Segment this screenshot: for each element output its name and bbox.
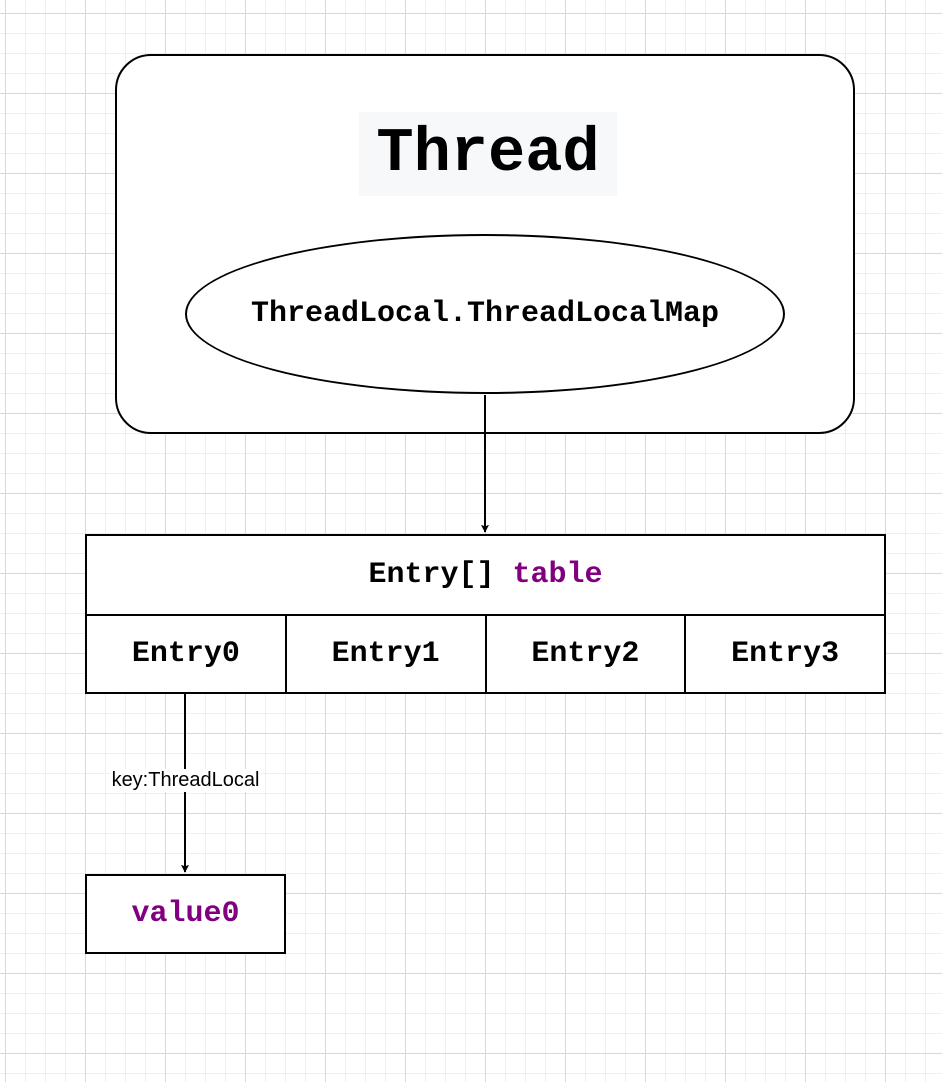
value-label: value0: [131, 897, 240, 931]
entry-cell-1[interactable]: Entry1: [287, 616, 487, 692]
entry-table-name: table: [512, 558, 603, 592]
entry-cell-3[interactable]: Entry3: [731, 637, 840, 671]
entry-cell-0[interactable]: Entry0: [87, 616, 287, 692]
entry-table-header: Entry[] table: [87, 536, 884, 616]
edge-label: key:ThreadLocal: [85, 766, 286, 794]
entry-table[interactable]: Entry[] table Entry0 Entry1 Entry2 Entry…: [85, 534, 886, 694]
key-threadlocal-label: key:ThreadLocal: [109, 768, 262, 792]
entry-row: Entry0 Entry1 Entry2 Entry3: [87, 616, 884, 692]
entry-cell-2[interactable]: Entry2: [487, 616, 687, 692]
value-box[interactable]: value0: [85, 874, 286, 954]
thread-title: Thread: [359, 112, 617, 196]
threadlocalmap-label: ThreadLocal.ThreadLocalMap: [250, 297, 720, 331]
threadlocalmap-ellipse[interactable]: ThreadLocal.ThreadLocalMap: [185, 234, 785, 394]
entry-table-type: Entry[]: [368, 558, 495, 592]
